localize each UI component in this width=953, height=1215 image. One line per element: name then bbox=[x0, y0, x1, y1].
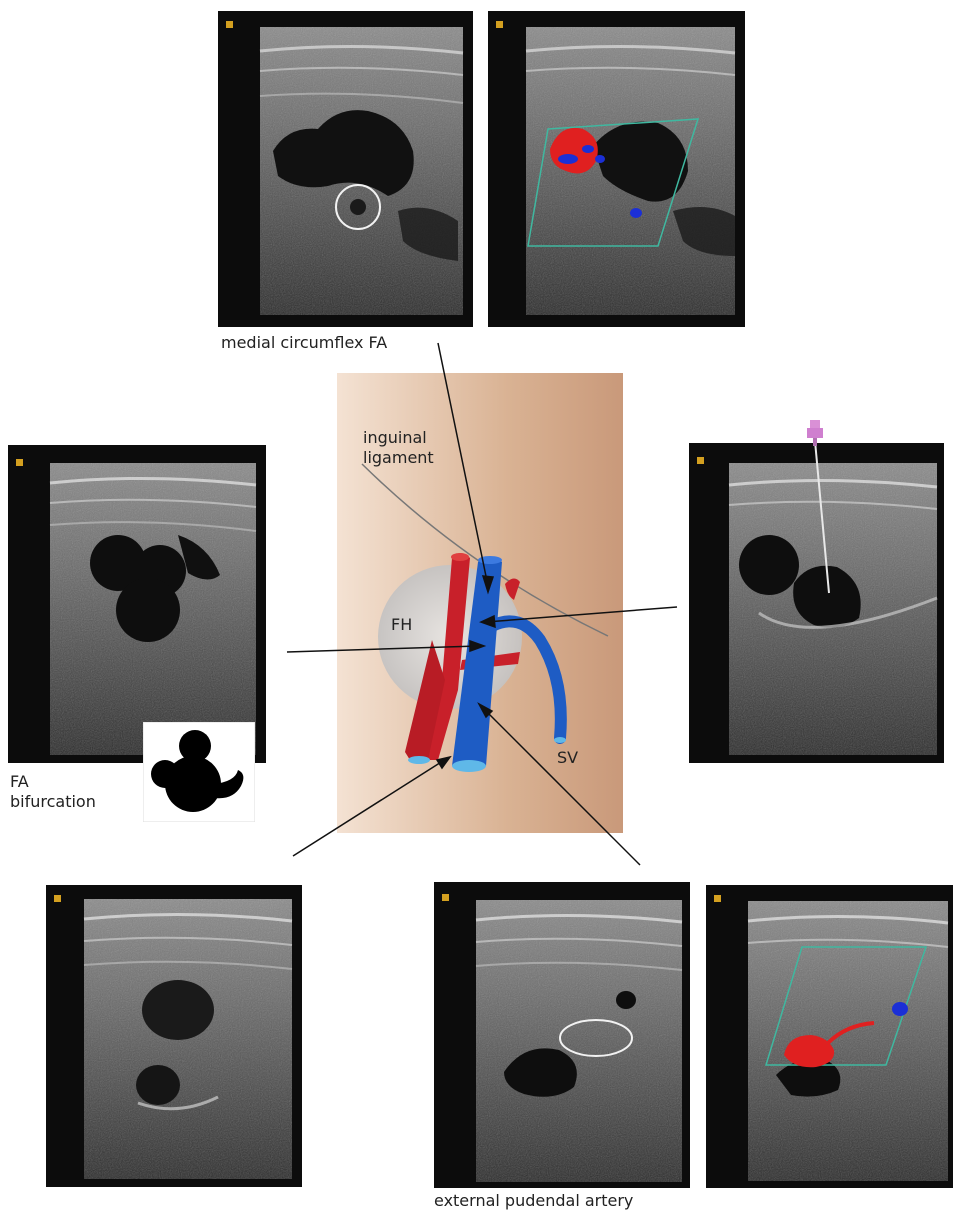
label-saphenous-vein: SV bbox=[557, 748, 578, 768]
label-medial-circumflex: medial circumflex FA bbox=[221, 333, 387, 353]
label-inguinal-line2: ligament bbox=[363, 448, 434, 468]
label-fa-bifurcation: FA bifurcation bbox=[10, 772, 96, 812]
label-fa-line2: bifurcation bbox=[10, 792, 96, 812]
label-inguinal-line1: inguinal bbox=[363, 428, 434, 448]
label-inguinal-ligament: inguinal ligament bbox=[363, 428, 434, 468]
label-external-pudendal: external pudendal artery bbox=[434, 1191, 633, 1211]
label-femoral-head: FH bbox=[391, 615, 412, 635]
label-fa-line1: FA bbox=[10, 772, 96, 792]
